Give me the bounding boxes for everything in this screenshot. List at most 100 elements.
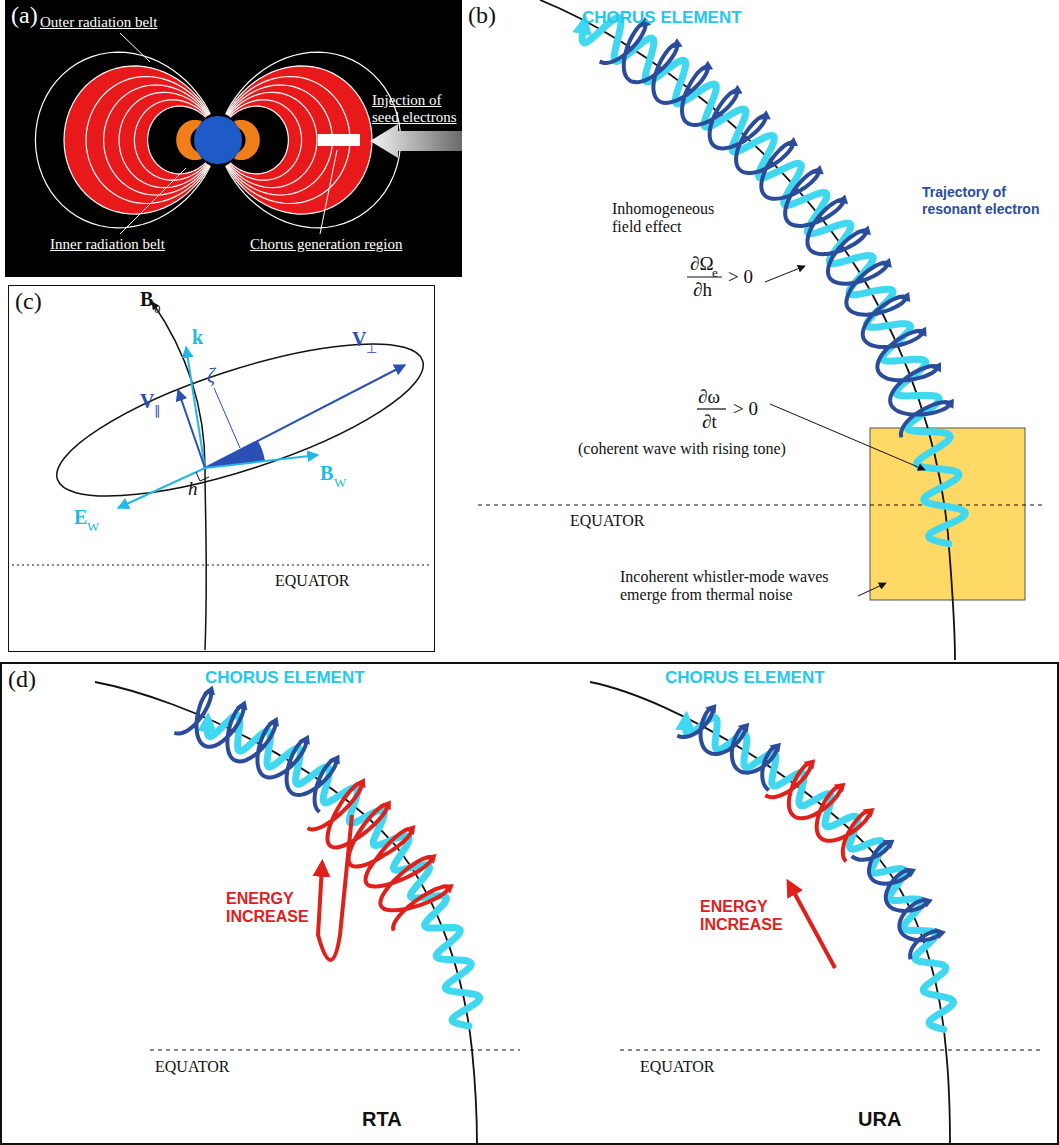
annotation-label: CHORUS ELEMENT xyxy=(582,8,742,28)
panel-letter: (b) xyxy=(468,2,496,29)
fraction-bar xyxy=(697,408,726,409)
electron-trajectory xyxy=(677,708,776,790)
direction-arrowhead xyxy=(730,85,742,95)
leader-line xyxy=(858,583,886,596)
wave-electric-field xyxy=(118,468,205,508)
equator-line xyxy=(12,565,431,566)
annotation-label: CHORUS ELEMENT xyxy=(205,668,365,688)
field-line xyxy=(590,682,950,1145)
panel-letter: (c) xyxy=(15,288,42,315)
equator-line xyxy=(620,1050,1040,1051)
electron-trajectory xyxy=(174,691,336,812)
chorus-region xyxy=(318,134,360,146)
acceleration-panel xyxy=(95,682,1040,1145)
annotation-label: Outer radiation belt xyxy=(40,14,157,31)
parallel-velocity xyxy=(178,390,205,468)
direction-arrowhead xyxy=(943,399,954,409)
direction-arrowhead xyxy=(298,735,309,745)
annotation-label: URA xyxy=(858,1108,901,1131)
direction-arrowhead xyxy=(935,928,946,939)
annotation-label: 0 xyxy=(154,302,161,316)
direction-arrowhead xyxy=(267,717,279,727)
direction-arrowhead xyxy=(882,840,894,849)
leader-line xyxy=(120,168,186,234)
annotation-label: ENERGY INCREASE xyxy=(226,890,308,925)
chorus-wave xyxy=(582,17,965,543)
annotation-label: B xyxy=(140,288,153,311)
annotation-label: E xyxy=(74,506,87,529)
wave-and-trajectory xyxy=(174,686,953,1030)
right-angle-mark xyxy=(196,472,209,481)
field-line xyxy=(104,85,209,195)
geometry-panel xyxy=(12,302,438,650)
electron-trajectory xyxy=(765,763,869,861)
generation-box xyxy=(870,428,1025,600)
figure-panel: (d) xyxy=(0,662,1059,1145)
direction-arrowhead xyxy=(639,17,651,28)
direction-arrowhead xyxy=(836,194,848,204)
direction-arrowhead xyxy=(899,292,911,302)
perpendicular-velocity xyxy=(205,365,405,468)
figure-panel: (a) xyxy=(5,0,462,277)
direction-arrowhead xyxy=(862,808,874,818)
energy-arrow xyxy=(318,815,352,960)
direction-arrowhead xyxy=(859,225,871,235)
annotation-label: > 0 xyxy=(728,266,753,288)
belt-region xyxy=(226,66,372,214)
annotation-label: > 0 xyxy=(733,398,758,420)
annotation-label: W xyxy=(334,476,346,490)
annotation-label: Incoherent whistler-mode waves emerge fr… xyxy=(620,568,852,605)
annotation-label: ∂h xyxy=(693,279,712,301)
equator-line xyxy=(478,505,1045,506)
direction-arrowhead xyxy=(705,704,716,714)
injection-arrow xyxy=(370,124,462,158)
energy-arrow xyxy=(790,885,835,968)
direction-arrowhead xyxy=(921,897,933,908)
leader-line xyxy=(765,266,805,282)
radiation-belts xyxy=(35,52,400,228)
direction-arrowhead xyxy=(904,867,916,877)
annotation-label: ∂ω xyxy=(698,386,720,408)
direction-arrowhead xyxy=(203,686,215,696)
direction-arrowhead xyxy=(759,110,771,119)
direction-arrowhead xyxy=(354,778,365,788)
chorus-wave xyxy=(207,715,479,1026)
annotation-label: (coherent wave with rising tone) xyxy=(578,440,786,458)
direction-arrowhead xyxy=(236,700,248,710)
figure-panel: (c) xyxy=(8,285,435,652)
leader-line xyxy=(214,388,240,448)
panel-letter: (d) xyxy=(8,666,36,693)
equator-line xyxy=(150,1050,520,1051)
annotation-label: EQUATOR xyxy=(155,1058,229,1076)
leader-line xyxy=(770,404,925,470)
field-line xyxy=(35,52,210,228)
electron-trajectory xyxy=(308,783,449,931)
direction-arrowhead xyxy=(834,783,846,793)
annotation-label: Trajectory of resonant electron xyxy=(922,184,1056,218)
leader-line xyxy=(320,150,337,234)
electron-trajectory xyxy=(600,23,950,437)
annotation-label: ζ xyxy=(207,364,215,387)
direction-arrowhead xyxy=(930,362,941,372)
leader-line xyxy=(120,33,150,62)
annotation-label: ∂Ω xyxy=(690,253,714,275)
chorus-wave xyxy=(686,717,954,1029)
direction-arrowhead xyxy=(915,327,926,337)
annotation-label: Chorus generation region xyxy=(250,236,402,253)
direction-arrowhead xyxy=(404,825,416,835)
direction-arrowhead xyxy=(701,61,713,71)
space-background xyxy=(5,0,462,277)
direction-arrowhead xyxy=(442,884,454,893)
direction-arrowhead xyxy=(769,743,781,753)
field-line xyxy=(228,85,333,195)
annotation-label: e xyxy=(712,266,718,280)
direction-arrowhead xyxy=(671,38,683,48)
direction-arrowhead xyxy=(786,137,798,146)
chorus-panel xyxy=(478,0,1045,660)
direction-arrowhead xyxy=(738,723,750,733)
panel-letter: (a) xyxy=(11,2,38,29)
field-line xyxy=(64,66,210,214)
